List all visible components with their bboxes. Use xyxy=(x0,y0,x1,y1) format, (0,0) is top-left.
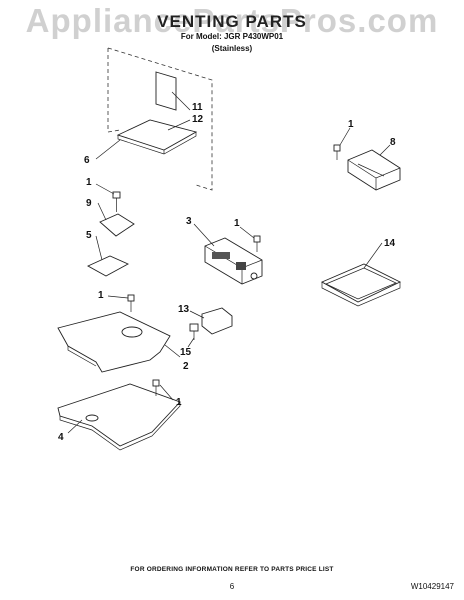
callout-5: 5 xyxy=(86,230,92,241)
callout-1-b: 1 xyxy=(234,218,240,229)
part-15-screw xyxy=(189,323,199,340)
ordering-note: FOR ORDERING INFORMATION REFER TO PARTS … xyxy=(130,566,334,573)
part-3-vent-motor xyxy=(204,237,263,285)
part-1-screw-e xyxy=(152,379,160,396)
watermark: AppliancePartsPros.com xyxy=(25,2,439,39)
callout-8: 8 xyxy=(390,137,396,148)
callout-15: 15 xyxy=(180,347,192,358)
page-number: 6 xyxy=(229,582,235,591)
part-14-frame xyxy=(320,263,402,303)
leader-lines xyxy=(67,91,391,434)
callout-9: 9 xyxy=(86,198,92,209)
callout-14: 14 xyxy=(384,238,396,249)
part-1-screw-c xyxy=(333,144,341,160)
part-5-plate xyxy=(87,255,130,277)
callout-12: 12 xyxy=(192,114,204,125)
callout-11: 11 xyxy=(192,102,203,113)
part-8-bracket xyxy=(347,149,401,191)
part-11-vent-plate xyxy=(155,71,177,111)
document-number: W10429147 xyxy=(410,582,454,591)
callout-6: 6 xyxy=(84,155,90,166)
part-1-screw-a xyxy=(112,191,121,212)
part-6-vent-trim xyxy=(116,119,198,151)
part-1-screw-b xyxy=(253,235,261,252)
callout-1-a: 1 xyxy=(86,177,92,188)
callout-3: 3 xyxy=(186,216,192,227)
callout-1-c: 1 xyxy=(348,119,354,130)
callout-13: 13 xyxy=(178,304,190,315)
model-line: For Model: JGR P430WP01 xyxy=(180,32,284,41)
part-1-screw-d xyxy=(127,294,135,312)
callout-4: 4 xyxy=(58,432,64,443)
part-13-bracket xyxy=(201,307,233,335)
page-title: VENTING PARTS xyxy=(157,12,307,31)
callout-2: 2 xyxy=(183,361,189,372)
part-9-bracket xyxy=(99,213,135,237)
vent-duct-outline xyxy=(107,47,213,191)
finish-line: (Stainless) xyxy=(211,44,253,53)
callout-1-d: 1 xyxy=(98,290,104,301)
part-2-vent-plate xyxy=(57,311,171,373)
part-4-baffle xyxy=(57,383,181,451)
callout-1-e: 1 xyxy=(176,397,182,408)
